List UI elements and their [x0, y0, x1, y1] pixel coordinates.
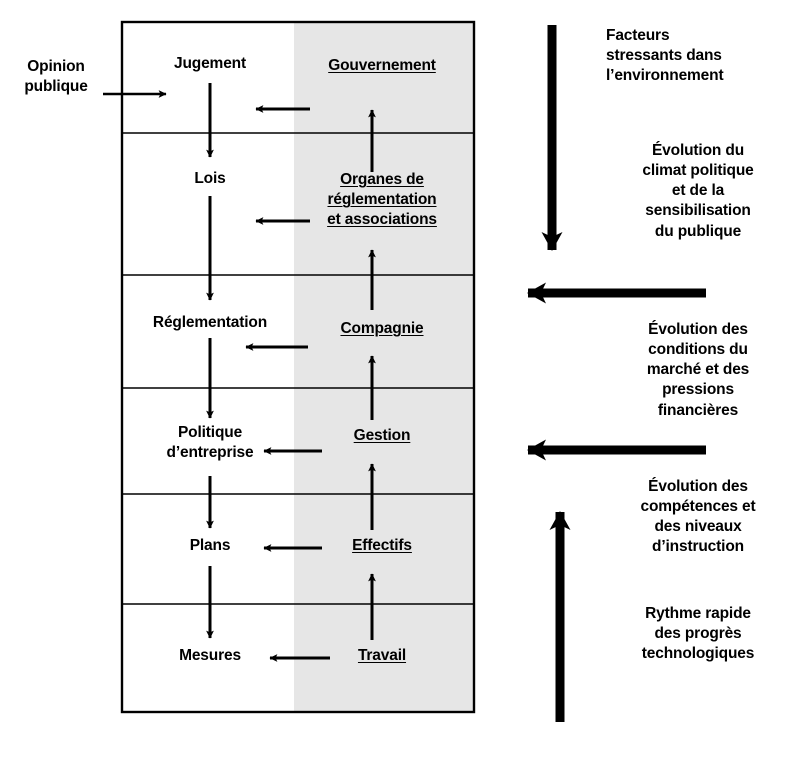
row-label-right-gouvernement: Gouvernement	[328, 57, 436, 74]
row-label-left-mesures: Mesures	[179, 647, 241, 664]
row-label-left-jugement: Jugement	[173, 55, 246, 72]
side-note-conditions-marche: Évolution des conditions du marché et de…	[646, 321, 750, 419]
side-note-facteurs-stressants: Facteurs stressants dans l’environnement	[606, 27, 724, 85]
row-label-right-organes: Organes de réglementation et association…	[327, 171, 437, 229]
row-label-left-lois: Lois	[194, 170, 226, 187]
row-label-left-plans: Plans	[189, 537, 231, 554]
panel-outer-border	[120, 20, 476, 714]
external-input-label: Opinion publique	[24, 58, 88, 96]
row-label-left-politique: Politique d’entreprise	[166, 424, 254, 462]
panel-shaded-column	[294, 22, 474, 712]
row-label-right-gestion: Gestion	[353, 427, 411, 444]
row-label-right-travail: Travail	[357, 647, 407, 664]
side-note-progres-technologiques: Rythme rapide des progrès technologiques	[641, 605, 755, 663]
side-note-climat-politique: Évolution du climat politique et de la s…	[642, 142, 754, 240]
side-note-competences: Évolution des compétences et des niveaux…	[640, 478, 756, 556]
row-label-right-effectifs: Effectifs	[352, 537, 412, 554]
row-label-left-reglementation: Réglementation	[152, 314, 268, 331]
row-label-right-compagnie: Compagnie	[340, 320, 424, 337]
